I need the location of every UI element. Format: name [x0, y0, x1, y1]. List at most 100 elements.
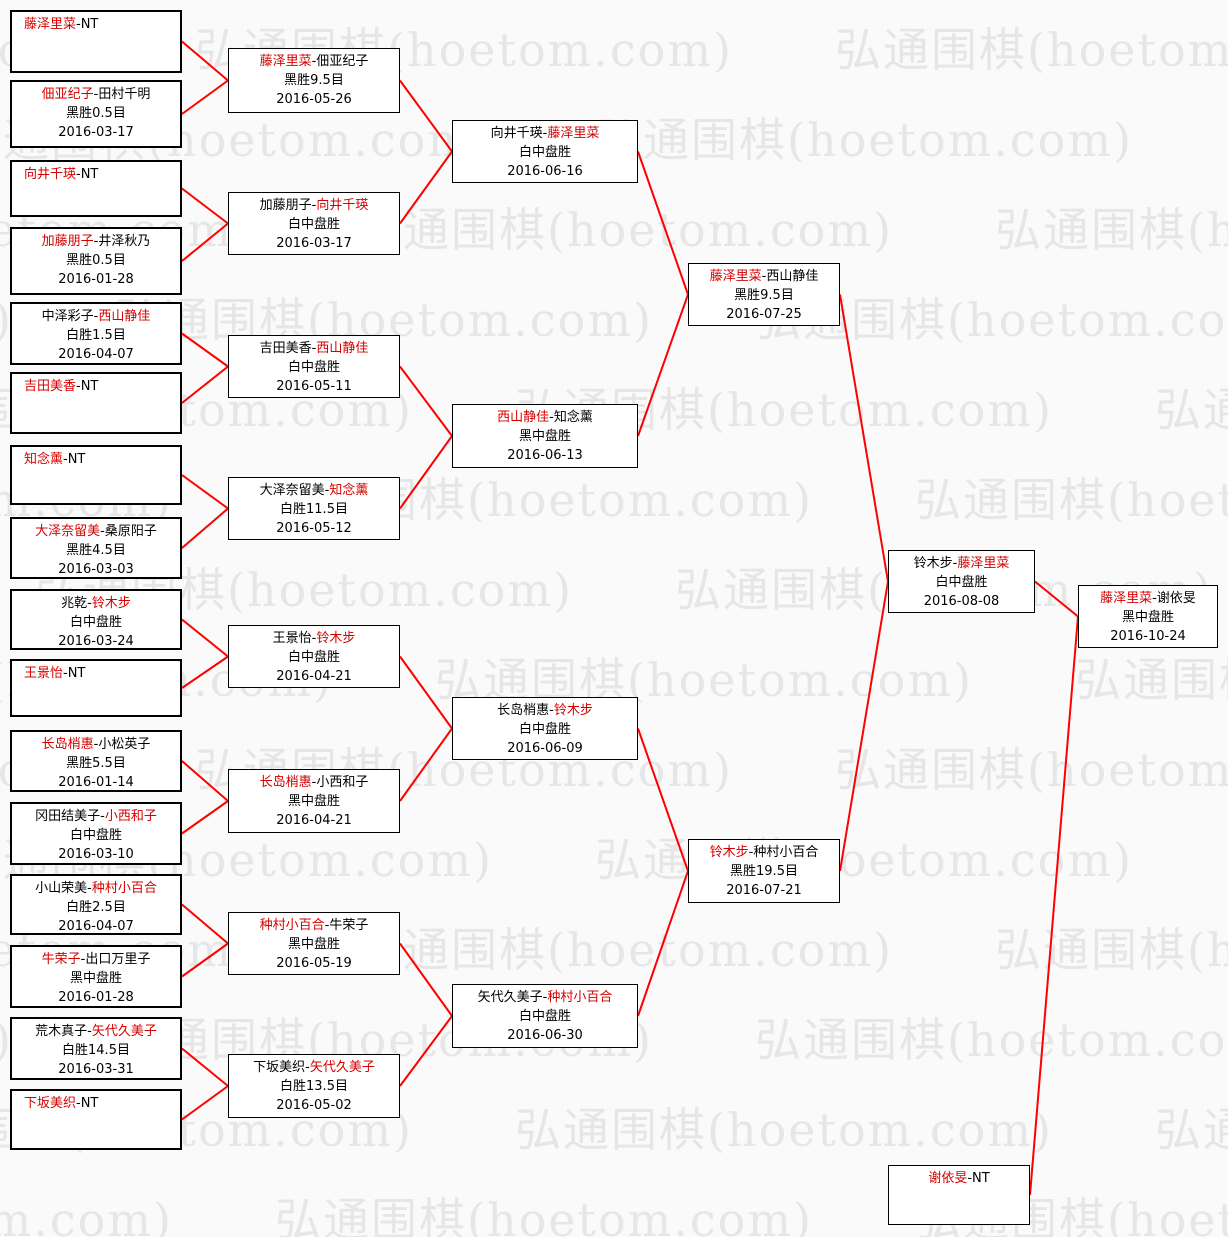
match-title: 西山静佳-知念薰 [453, 408, 637, 427]
bracket-connector [181, 942, 229, 978]
winner-name: 向井千瑛 [316, 198, 369, 213]
player-name: -知念薰 [549, 410, 593, 425]
match-date: 2016-03-10 [58, 847, 134, 862]
match-date: 2016-01-28 [58, 272, 134, 287]
match-title: 王景怡-铃木步 [229, 629, 399, 648]
match-title: 向井千瑛-NT [24, 165, 180, 184]
player-name: 王景怡- [272, 631, 317, 646]
bracket-connector [637, 151, 689, 295]
bracket-connector [637, 728, 689, 872]
bracket-connector [181, 903, 229, 945]
player-name: -NT [63, 452, 86, 467]
match-date: 2016-06-09 [507, 741, 583, 756]
player-name: 长岛梢惠- [497, 703, 554, 718]
player-name: 矢代久美子- [477, 990, 548, 1005]
bracket-connector [1029, 616, 1079, 1196]
player-name: -桑原阳子 [100, 524, 157, 539]
match-date: 2016-07-25 [726, 307, 802, 322]
match-box-r1b16: 下坂美织-NT [10, 1089, 182, 1150]
player-name: 大泽奈留美- [259, 483, 330, 498]
match-title: 冈田结美子-小西和子 [12, 807, 180, 826]
match-result: 白胜13.5目 [280, 1079, 348, 1094]
match-date: 2016-07-21 [726, 883, 802, 898]
winner-name: 加藤朋子 [41, 234, 94, 249]
winner-name: 牛荣子 [41, 952, 81, 967]
match-title: 佃亚纪子-田村千明 [12, 85, 180, 104]
bracket-connector [181, 474, 229, 510]
match-result: 白中盘胜 [287, 360, 340, 375]
player-name: 吉田美香- [259, 341, 317, 356]
winner-name: 藤泽里菜 [709, 269, 762, 284]
match-title: 铃木步-藤泽里菜 [889, 554, 1034, 573]
match-result: 白中盘胜 [935, 575, 988, 590]
match-title: 大泽奈留美-知念薰 [229, 481, 399, 500]
match-title: 牛荣子-出口万里子 [12, 950, 180, 969]
player-name: 加藤朋子- [259, 198, 317, 213]
winner-name: 长岛梢惠 [41, 737, 94, 752]
bracket-connector [181, 365, 229, 404]
player-name: -NT [76, 167, 99, 182]
winner-name: 铃木步 [553, 703, 593, 718]
match-date: 2016-03-24 [58, 634, 134, 649]
player-name: 铃木步- [913, 556, 958, 571]
winner-name: 小西和子 [104, 809, 157, 824]
player-name: -种村小百合 [748, 845, 819, 860]
winner-name: 藤泽里菜 [547, 126, 600, 141]
winner-name: 矢代久美子 [91, 1024, 157, 1039]
player-name: -NT [76, 1096, 99, 1111]
match-title: 王景怡-NT [24, 664, 180, 683]
player-name: -牛荣子 [324, 918, 369, 933]
bracket-connector [181, 760, 229, 802]
winner-name: 藤泽里菜 [1100, 591, 1153, 606]
bracket-connector [399, 79, 453, 153]
player-name: 中泽彩子- [41, 309, 99, 324]
winner-name: 西山静佳 [316, 341, 369, 356]
match-date: 2016-04-21 [276, 813, 352, 828]
match-result: 黑胜4.5目 [66, 543, 126, 558]
bracket-connector [399, 435, 453, 510]
match-title: 种村小百合-牛荣子 [229, 916, 399, 935]
match-box-r3b3: 长岛梢惠-铃木步白中盘胜 2016-06-09 [452, 697, 638, 760]
bracket-connector [1034, 580, 1079, 618]
match-date: 2016-10-24 [1110, 629, 1186, 644]
winner-name: 藤泽里菜 [259, 54, 312, 69]
match-box-r1b3: 向井千瑛-NT [10, 160, 182, 217]
match-title: 藤泽里菜-西山静佳 [689, 267, 839, 286]
match-title: 矢代久美子-种村小百合 [453, 988, 637, 1007]
bracket-connector [181, 1085, 229, 1121]
match-box-r5b1: 铃木步-藤泽里菜白中盘胜 2016-08-08 [888, 550, 1035, 613]
winner-name: 种村小百合 [259, 918, 325, 933]
match-date: 2016-04-07 [58, 347, 134, 362]
match-result: 白中盘胜 [518, 722, 571, 737]
bracket-connector [181, 40, 229, 82]
match-result: 黑胜19.5目 [730, 864, 798, 879]
match-date: 2016-01-28 [58, 990, 134, 1005]
player-name: -NT [63, 666, 86, 681]
match-result: 白中盘胜 [518, 1009, 571, 1024]
match-date: 2016-08-08 [923, 594, 1000, 609]
winner-name: 种村小百合 [91, 881, 157, 896]
match-result: 白胜2.5目 [66, 900, 126, 915]
winner-name: 西山静佳 [98, 309, 151, 324]
winner-name: 吉田美香 [24, 379, 77, 394]
player-name: -NT [76, 379, 99, 394]
player-name: -NT [76, 17, 99, 32]
match-result: 黑胜0.5目 [66, 253, 126, 268]
match-date: 2016-03-03 [58, 562, 134, 577]
